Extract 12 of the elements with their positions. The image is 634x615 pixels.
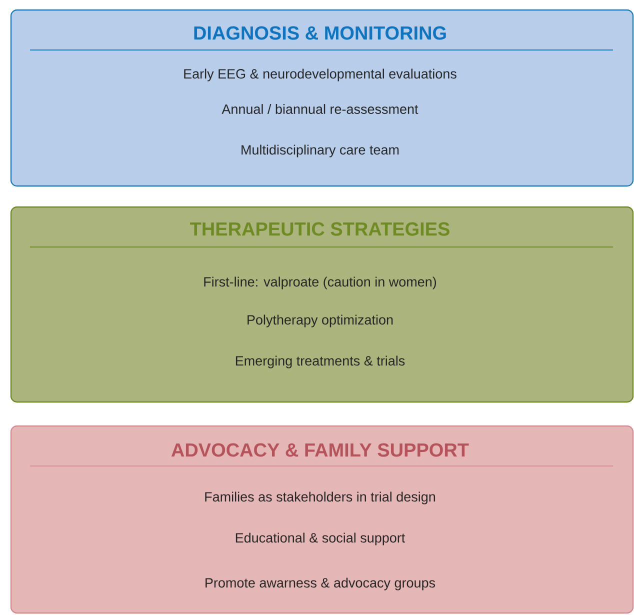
list-item: Polytherapy optimization [248, 314, 393, 328]
list-item: Early EEG & neurodevelopmental evaluations [184, 68, 456, 82]
list-item: First-line: valproate (caution in women) [204, 276, 436, 290]
section-heading: THERAPEUTIC STRATEGIES [190, 222, 450, 236]
list-item: Annual / biannual re-assessment [222, 104, 418, 114]
list-item: Multidisciplinary care team [242, 144, 399, 158]
list-item: Emerging treatments & trials [236, 356, 405, 368]
list-item: Families as stakeholders in trial design [205, 492, 435, 504]
section-heading: ADVOCACY & FAMILY SUPPORT [171, 443, 469, 457]
list-item: Promote awarness & advocacy groups [206, 578, 436, 590]
list-item: Educational & social support [236, 532, 406, 546]
section-heading: DIAGNOSIS & MONITORING [194, 26, 446, 40]
